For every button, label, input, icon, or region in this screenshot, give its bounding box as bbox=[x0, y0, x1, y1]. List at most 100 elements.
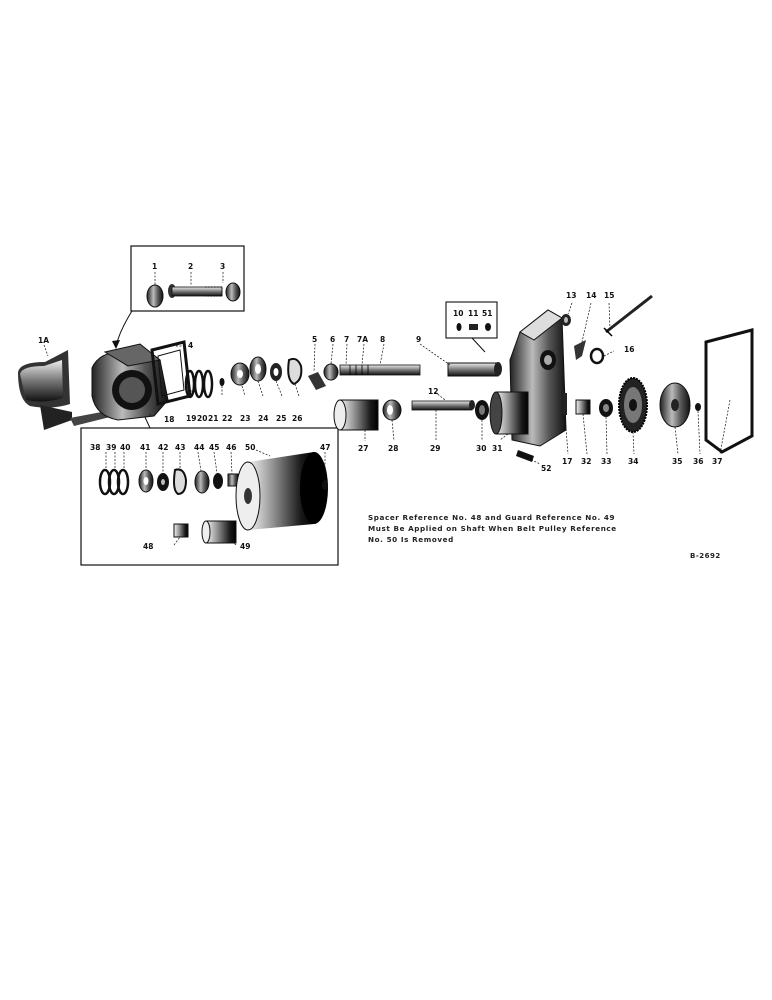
label-9: 9 bbox=[416, 335, 421, 344]
part-25-washer bbox=[270, 363, 282, 381]
part-26-seal bbox=[287, 357, 303, 386]
part-33-bearing bbox=[599, 399, 613, 417]
part-47-washer bbox=[322, 480, 328, 490]
label-43: 43 bbox=[175, 443, 185, 452]
note-line-3: No. 50 Is Removed bbox=[368, 535, 454, 544]
part-17-pin bbox=[563, 393, 567, 415]
label-40: 40 bbox=[120, 443, 130, 452]
part-18-housing bbox=[91, 343, 169, 421]
part-22-pin bbox=[219, 378, 225, 386]
parts-10-11-51 bbox=[456, 323, 491, 331]
part-34-gear bbox=[618, 377, 648, 433]
detail-box-small bbox=[445, 301, 498, 339]
part-49-guard bbox=[201, 520, 237, 544]
part-24-bearing-cup bbox=[249, 356, 267, 382]
label-11: 11 bbox=[468, 309, 478, 318]
part-3-nut bbox=[225, 282, 241, 302]
label-6: 6 bbox=[330, 335, 335, 344]
label-44: 44 bbox=[194, 443, 204, 452]
note-line-1: Spacer Reference No. 48 and Guard Refere… bbox=[368, 513, 616, 522]
label-32: 32 bbox=[581, 457, 591, 466]
part-43-seal bbox=[173, 468, 188, 496]
label-50: 50 bbox=[245, 443, 255, 452]
label-48: 48 bbox=[143, 542, 153, 551]
detail-box-bottom bbox=[80, 427, 339, 566]
label-2: 2 bbox=[188, 262, 193, 271]
label-21: 21 bbox=[208, 414, 218, 423]
part-1-cap bbox=[146, 284, 164, 308]
parts-19-21-rings bbox=[184, 369, 214, 399]
part-44-cone bbox=[194, 470, 210, 494]
note-line-2: Must Be Applied on Shaft When Belt Pulle… bbox=[368, 524, 617, 533]
label-30: 30 bbox=[476, 444, 486, 453]
label-23: 23 bbox=[240, 414, 250, 423]
part-15-rod bbox=[603, 294, 653, 337]
label-38: 38 bbox=[90, 443, 100, 452]
arrow-head bbox=[112, 340, 120, 349]
leader-line bbox=[471, 337, 486, 353]
part-41-bearing-cup bbox=[138, 469, 154, 493]
part-27-sleeve bbox=[333, 399, 379, 431]
label-4: 4 bbox=[188, 341, 193, 350]
label-52: 52 bbox=[541, 464, 551, 473]
part-14-lever bbox=[574, 340, 586, 360]
part-13-plug bbox=[561, 314, 571, 326]
label-7a: 7A bbox=[357, 335, 368, 344]
label-42: 42 bbox=[158, 443, 168, 452]
label-22: 22 bbox=[222, 414, 232, 423]
label-27: 27 bbox=[358, 444, 368, 453]
part-32-bushing bbox=[575, 399, 591, 415]
label-12: 12 bbox=[428, 387, 438, 396]
label-1: 1 bbox=[152, 262, 157, 271]
label-7: 7 bbox=[344, 335, 349, 344]
part-8-shaft bbox=[339, 364, 421, 376]
label-39: 39 bbox=[106, 443, 116, 452]
part-29-shaft bbox=[411, 400, 475, 411]
label-49: 49 bbox=[240, 542, 250, 551]
label-37: 37 bbox=[712, 457, 722, 466]
label-18: 18 bbox=[164, 415, 174, 424]
figure-id: B-2692 bbox=[690, 552, 721, 560]
part-6-nut bbox=[323, 363, 339, 381]
part-23-bearing bbox=[230, 362, 250, 386]
part-16-washer bbox=[589, 347, 605, 365]
label-31: 31 bbox=[492, 444, 502, 453]
label-20: 20 bbox=[197, 414, 207, 423]
detail-box-top bbox=[130, 245, 245, 312]
parts-38-40-rings bbox=[98, 468, 130, 496]
part-48-spacer bbox=[173, 523, 189, 538]
part-31-housing bbox=[489, 309, 567, 447]
part-28-bushing bbox=[382, 399, 402, 421]
part-50-belt-pulley bbox=[235, 452, 328, 531]
label-8: 8 bbox=[380, 335, 385, 344]
part-35-cover bbox=[659, 382, 691, 428]
label-35: 35 bbox=[672, 457, 682, 466]
label-36: 36 bbox=[693, 457, 703, 466]
part-36-washer bbox=[695, 403, 701, 411]
label-10: 10 bbox=[453, 309, 463, 318]
label-17: 17 bbox=[562, 457, 572, 466]
label-25: 25 bbox=[276, 414, 286, 423]
label-28: 28 bbox=[388, 444, 398, 453]
part-30-bearing bbox=[475, 400, 489, 420]
label-19: 19 bbox=[186, 414, 196, 423]
part-45-bearing bbox=[213, 473, 223, 489]
label-47: 47 bbox=[320, 443, 330, 452]
label-46: 46 bbox=[226, 443, 236, 452]
label-29: 29 bbox=[430, 444, 440, 453]
label-51: 51 bbox=[482, 309, 492, 318]
part-42-bearing bbox=[157, 473, 169, 491]
label-16: 16 bbox=[624, 345, 634, 354]
part-2-bolt bbox=[168, 284, 223, 298]
label-1a: 1A bbox=[38, 336, 49, 345]
label-26: 26 bbox=[292, 414, 302, 423]
label-41: 41 bbox=[140, 443, 150, 452]
part-5-key bbox=[308, 372, 326, 390]
label-45: 45 bbox=[209, 443, 219, 452]
label-15: 15 bbox=[604, 291, 614, 300]
label-34: 34 bbox=[628, 457, 638, 466]
label-5: 5 bbox=[312, 335, 317, 344]
label-13: 13 bbox=[566, 291, 576, 300]
label-24: 24 bbox=[258, 414, 268, 423]
